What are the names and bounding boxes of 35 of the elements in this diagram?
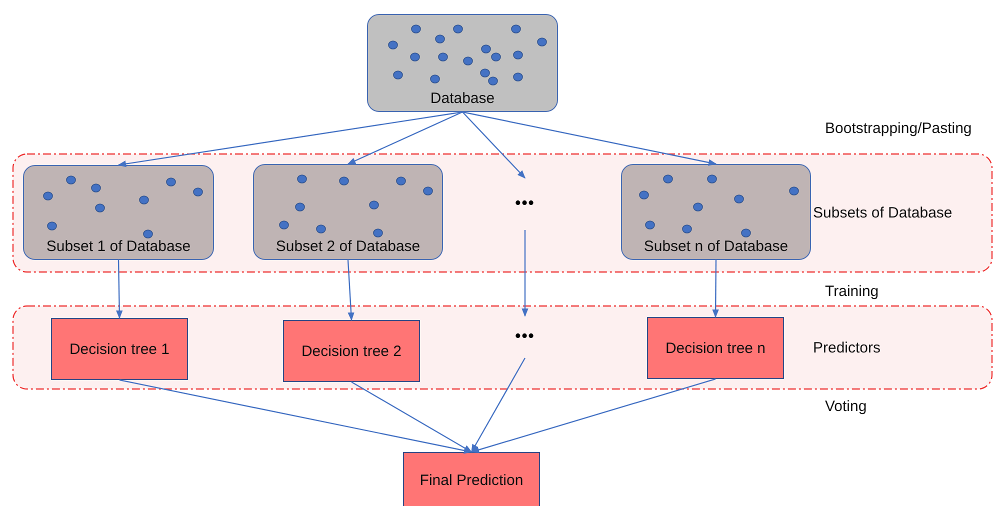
database-box — [367, 14, 558, 112]
arrow — [470, 358, 526, 453]
arrow — [119, 379, 472, 454]
arrow — [522, 230, 528, 317]
arrow — [347, 260, 354, 321]
box-label: Final Prediction — [420, 472, 524, 488]
decision-tree-box — [283, 320, 420, 382]
arrow — [116, 260, 123, 319]
arrow — [470, 378, 716, 454]
subset-label: Subset n of Database — [642, 238, 790, 255]
arrow — [118, 111, 463, 168]
box-label: Decision tree 1 — [69, 340, 170, 358]
decision-tree-box — [647, 317, 784, 379]
decision-tree-box — [403, 452, 540, 506]
ellipsis: ••• — [515, 196, 535, 212]
arrow — [462, 112, 526, 179]
stage-label: Bootstrapping/Pasting — [825, 120, 972, 137]
stage-label: Training — [825, 283, 879, 300]
arrow — [462, 111, 717, 166]
stage-label: Voting — [825, 398, 867, 415]
stage-label: Subsets of Database — [813, 204, 952, 222]
arrow — [347, 111, 463, 165]
subset-box — [23, 165, 214, 260]
box-label: Decision tree 2 — [301, 342, 402, 360]
decision-tree-box — [51, 318, 188, 380]
subset-label: Subset 1 of Database — [45, 238, 192, 255]
arrow — [351, 381, 472, 453]
arrow — [712, 260, 719, 318]
subset-label: Subset 2 of Database — [274, 238, 422, 255]
database-label: Database — [429, 90, 496, 107]
subset-box — [253, 164, 443, 260]
box-label: Decision tree n — [665, 340, 766, 356]
subset-box — [621, 164, 811, 260]
ellipsis: ••• — [515, 329, 535, 345]
stage-label: Predictors — [813, 339, 881, 356]
